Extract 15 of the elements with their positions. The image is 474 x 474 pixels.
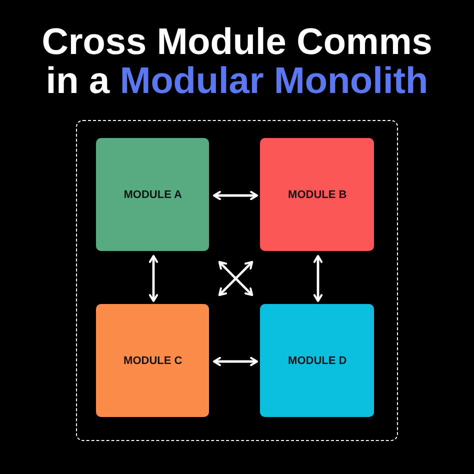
module-label: MODULE C [124, 354, 182, 367]
title: Cross Module Comms in a Modular Monolith [40, 22, 434, 100]
module-box [96, 304, 210, 418]
module-box [96, 138, 210, 252]
double-arrow [148, 255, 158, 302]
double-arrow [213, 356, 258, 366]
double-arrow [313, 255, 323, 302]
module-box [260, 138, 374, 252]
module-box [260, 304, 374, 418]
module-label: MODULE A [124, 188, 182, 201]
crossed-double-arrows [218, 260, 254, 296]
dashed-frame [76, 120, 398, 441]
module-label: MODULE D [288, 354, 347, 367]
module-label: MODULE B [288, 188, 347, 201]
double-arrow [213, 190, 258, 200]
